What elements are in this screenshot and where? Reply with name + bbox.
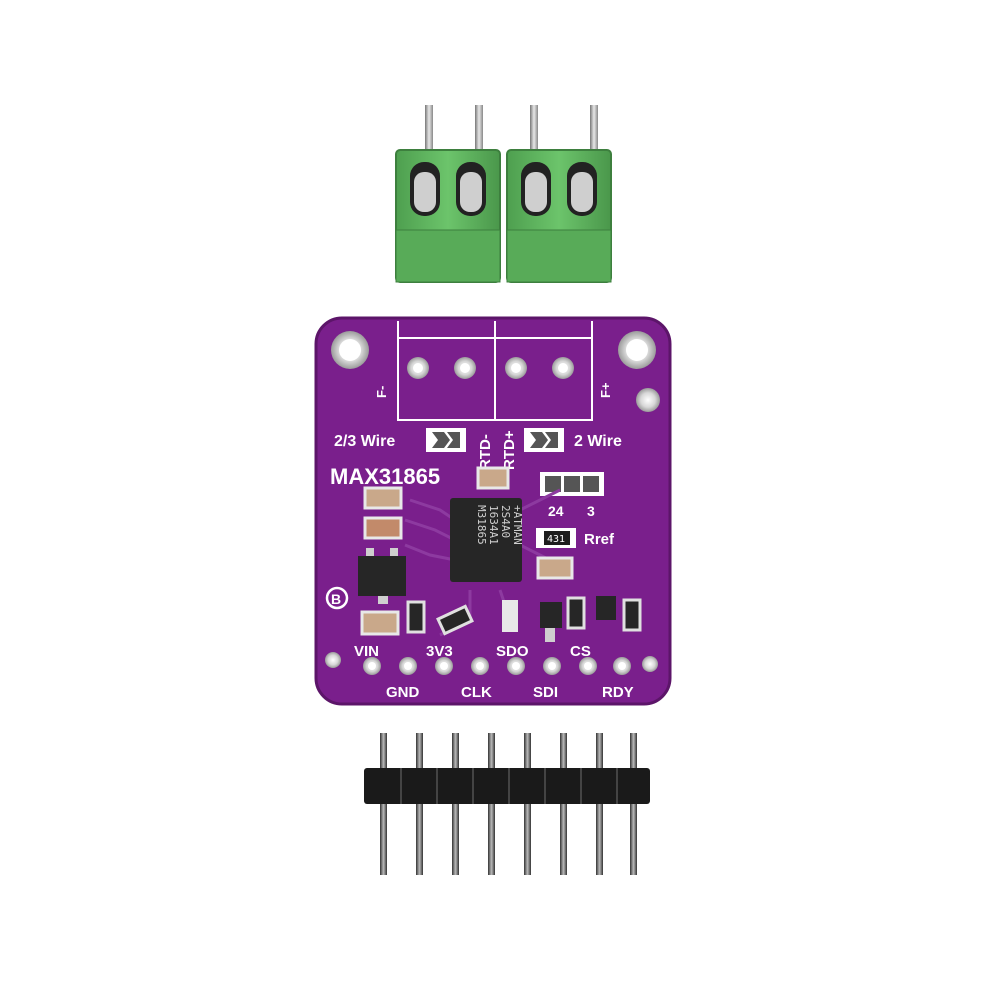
pin-header xyxy=(364,733,650,875)
capacitor xyxy=(363,516,403,540)
capacitor xyxy=(360,610,400,636)
resistor xyxy=(406,600,426,634)
jumper-right-label: 2 Wire xyxy=(574,433,622,450)
via-icon xyxy=(636,388,660,412)
screw-slot-icon xyxy=(567,162,597,216)
pin-label-cs: CS xyxy=(570,643,591,660)
svg-text:M31865: M31865 xyxy=(475,505,488,545)
svg-text:+ATMAN: +ATMAN xyxy=(511,505,524,545)
capacitor xyxy=(476,466,510,490)
screw-slot-icon xyxy=(456,162,486,216)
terminal-block-left xyxy=(395,105,501,283)
capacitor xyxy=(536,556,574,580)
svg-text:2S4A0: 2S4A0 xyxy=(499,505,512,538)
svg-text:1634A1: 1634A1 xyxy=(487,505,500,545)
pin-label-rdy: RDY xyxy=(602,684,634,701)
jumper-3-label: 3 xyxy=(587,503,595,519)
logo-icon xyxy=(325,586,349,610)
pin-label-3v3: 3V3 xyxy=(426,643,453,660)
pcb-board: F- F+ RTD- RTD+ 2/3 Wire 2 Wire MAX31865… xyxy=(314,316,672,706)
rref-resistor: 431 xyxy=(536,528,576,548)
max31865-chip: M31865 1634A1 2S4A0 +ATMAN xyxy=(450,498,524,582)
transistor xyxy=(540,602,562,642)
screw-slot-icon xyxy=(521,162,551,216)
pin-label-vin: VIN xyxy=(354,643,379,660)
resistor xyxy=(622,598,642,632)
logo-letter: B xyxy=(331,591,341,607)
force-plus-label: F+ xyxy=(598,382,613,398)
force-minus-label: F- xyxy=(374,386,389,398)
via-icon xyxy=(325,652,341,668)
capacitor xyxy=(363,486,403,510)
model-label: MAX31865 xyxy=(330,464,440,489)
resistor xyxy=(566,596,586,630)
rtd-minus-label: RTD- xyxy=(477,434,494,470)
three-pad-jumper xyxy=(540,472,604,496)
rref-code: 431 xyxy=(547,534,565,545)
rref-label: Rref xyxy=(584,531,615,548)
header-pads xyxy=(363,657,631,675)
screw-slot-icon xyxy=(410,162,440,216)
pin-label-gnd: GND xyxy=(386,684,420,701)
jumper-24-label: 24 xyxy=(548,503,564,519)
rtd-plus-label: RTD+ xyxy=(501,430,518,470)
pin-label-clk: CLK xyxy=(461,684,492,701)
diode xyxy=(436,604,474,636)
terminal-block-right xyxy=(506,105,612,283)
capacitor xyxy=(502,600,518,632)
via-icon xyxy=(642,656,658,672)
pin-label-sdo: SDO xyxy=(496,643,529,660)
transistor xyxy=(596,596,616,620)
solder-jumper-right xyxy=(524,428,564,452)
solder-jumper-left xyxy=(426,428,466,452)
voltage-regulator xyxy=(358,548,406,604)
pin-label-sdi: SDI xyxy=(533,684,558,701)
jumper-left-label: 2/3 Wire xyxy=(334,433,395,450)
